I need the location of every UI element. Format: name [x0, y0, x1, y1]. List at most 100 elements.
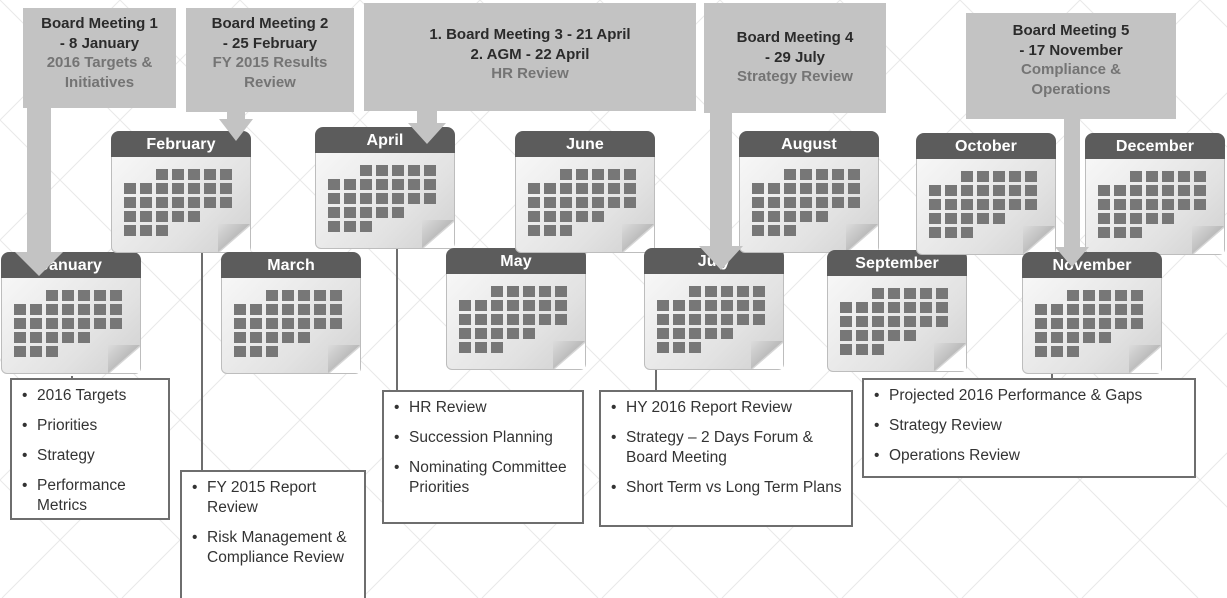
day-cell	[539, 342, 551, 353]
day-cell	[46, 318, 58, 329]
day-cell	[360, 179, 372, 190]
day-cell	[266, 290, 278, 301]
day-cell	[832, 225, 844, 236]
day-cell	[544, 225, 556, 236]
day-cell	[673, 300, 685, 311]
day-cell	[62, 304, 74, 315]
day-cell	[528, 197, 540, 208]
day-cell	[282, 318, 294, 329]
day-cell	[46, 290, 58, 301]
day-cell	[608, 225, 620, 236]
agenda-item: Operations Review	[872, 446, 1186, 466]
calendar-grid	[752, 169, 860, 236]
day-cell	[872, 316, 884, 327]
day-cell	[721, 314, 733, 325]
day-cell	[1083, 318, 1095, 329]
day-cell	[1178, 199, 1190, 210]
day-cell	[523, 314, 535, 325]
day-cell	[840, 288, 852, 299]
meeting-1-title-line-2: - 8 January	[59, 34, 140, 52]
day-cell	[78, 318, 90, 329]
page-curl	[751, 341, 783, 369]
day-cell	[523, 300, 535, 311]
agenda-item: 2016 Targets	[20, 386, 160, 406]
day-cell	[608, 211, 620, 222]
day-cell	[491, 314, 503, 325]
day-cell	[560, 183, 572, 194]
day-cell	[544, 183, 556, 194]
day-cell	[344, 221, 356, 232]
day-cell	[624, 169, 636, 180]
day-cell	[737, 328, 749, 339]
lattice-line	[1079, 0, 1227, 148]
day-cell	[1083, 304, 1095, 315]
day-cell	[689, 300, 701, 311]
day-cell	[1098, 213, 1110, 224]
day-cell	[234, 290, 246, 301]
day-cell	[1114, 227, 1126, 238]
calendar-body	[916, 159, 1056, 255]
day-cell	[528, 183, 540, 194]
agenda-item: Nominating Committee Priorities	[392, 458, 574, 498]
calendar-label-march: March	[267, 257, 315, 274]
day-cell	[330, 332, 342, 343]
day-cell	[816, 211, 828, 222]
day-cell	[523, 342, 535, 353]
day-cell	[840, 344, 852, 355]
day-cell	[1178, 171, 1190, 182]
day-cell	[1098, 171, 1110, 182]
day-cell	[30, 346, 42, 357]
day-cell	[544, 197, 556, 208]
day-cell	[459, 342, 471, 353]
day-cell	[1162, 227, 1174, 238]
day-cell	[689, 342, 701, 353]
agenda-item: Risk Management & Compliance Review	[190, 528, 356, 568]
agenda-box-november: Projected 2016 Performance & Gaps Strate…	[862, 378, 1196, 478]
day-cell	[856, 302, 868, 313]
day-cell	[282, 290, 294, 301]
calendar-december: December	[1085, 133, 1225, 255]
day-cell	[689, 286, 701, 297]
day-cell	[298, 304, 310, 315]
calendar-grid	[1098, 171, 1206, 238]
day-cell	[62, 290, 74, 301]
day-cell	[124, 183, 136, 194]
day-cell	[800, 225, 812, 236]
day-cell	[961, 171, 973, 182]
meeting-1-subtitle-line-1: 2016 Targets &	[46, 54, 153, 71]
day-cell	[929, 199, 941, 210]
day-cell	[1051, 304, 1063, 315]
day-cell	[753, 286, 765, 297]
day-cell	[657, 300, 669, 311]
page-curl	[422, 220, 454, 248]
meeting-1-subtitle-line-2: Initiatives	[64, 73, 135, 91]
day-cell	[459, 286, 471, 297]
calendar-january: January	[1, 252, 141, 374]
agenda-list: HY 2016 Report Review Strategy – 2 Days …	[609, 398, 843, 498]
day-cell	[705, 342, 717, 353]
day-cell	[78, 346, 90, 357]
day-cell	[204, 169, 216, 180]
day-cell	[657, 286, 669, 297]
day-cell	[1115, 290, 1127, 301]
calendar-grid	[234, 290, 342, 357]
day-cell	[298, 290, 310, 301]
calendar-label-may: May	[500, 253, 532, 270]
day-cell	[282, 346, 294, 357]
day-cell	[993, 185, 1005, 196]
day-cell	[848, 169, 860, 180]
day-cell	[555, 300, 567, 311]
page-curl	[328, 345, 360, 373]
agenda-box-february: FY 2015 Report Review Risk Management & …	[180, 470, 366, 598]
day-cell	[592, 225, 604, 236]
agenda-item: Projected 2016 Performance & Gaps	[872, 386, 1186, 406]
day-cell	[330, 290, 342, 301]
meeting-callout-5: Board Meeting 5 - 17 November Compliance…	[966, 13, 1176, 119]
day-cell	[424, 165, 436, 176]
day-cell	[768, 225, 780, 236]
day-cell	[624, 225, 636, 236]
day-cell	[220, 183, 232, 194]
day-cell	[576, 197, 588, 208]
day-cell	[1194, 227, 1206, 238]
day-cell	[920, 330, 932, 341]
